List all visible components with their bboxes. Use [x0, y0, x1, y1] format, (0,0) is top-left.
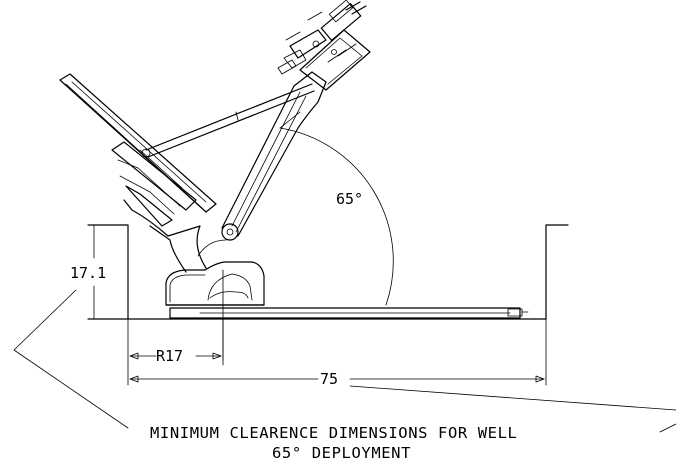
- feed-assembly: [277, 0, 371, 91]
- yoke-arm: [123, 199, 239, 273]
- well-outline: [87, 224, 569, 320]
- radius-label: R17: [156, 347, 183, 365]
- radius-dimension: [127, 318, 224, 366]
- width-dimension: [127, 318, 547, 386]
- height-dimension: [89, 224, 99, 320]
- pedestal: [165, 261, 265, 361]
- caption-line-2: 65° DEPLOYMENT: [272, 444, 411, 462]
- leader-line-right: [349, 385, 676, 411]
- boom-arm: [221, 71, 327, 237]
- caption-line-1: MINIMUM CLEARENCE DIMENSIONS FOR WELL: [150, 424, 517, 442]
- height-label: 17.1: [70, 264, 106, 282]
- leader-line-right-tick: [659, 423, 676, 433]
- width-label: 75: [320, 370, 338, 388]
- angle-dimension: [279, 111, 394, 306]
- angle-label: 65°: [336, 190, 363, 208]
- reflector-dish: [59, 73, 217, 227]
- base-plate: [169, 307, 529, 319]
- leader-line-left: [13, 289, 129, 429]
